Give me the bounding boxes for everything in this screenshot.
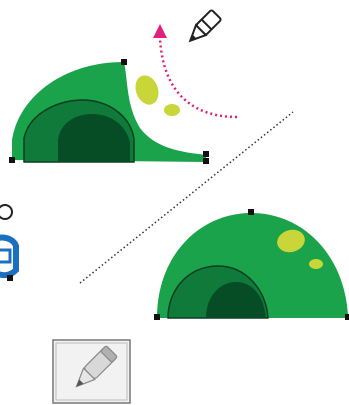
anchor-point [9,157,15,163]
hill-before-spot-small [164,104,180,116]
hill-before [9,59,209,164]
anchor-point [203,151,209,157]
hill-after-spot-small [309,259,323,269]
hill-before-spot-large [132,72,163,108]
pencil-tool-icon[interactable] [53,340,130,403]
pencil-icon [185,10,221,46]
anchor-point [154,314,160,320]
pen-tool-icon [0,205,16,281]
anchor-point [203,158,209,164]
hill-after [154,209,349,320]
anchor-point [345,314,349,320]
anchor-point [248,209,254,215]
anchor-point [121,59,127,65]
